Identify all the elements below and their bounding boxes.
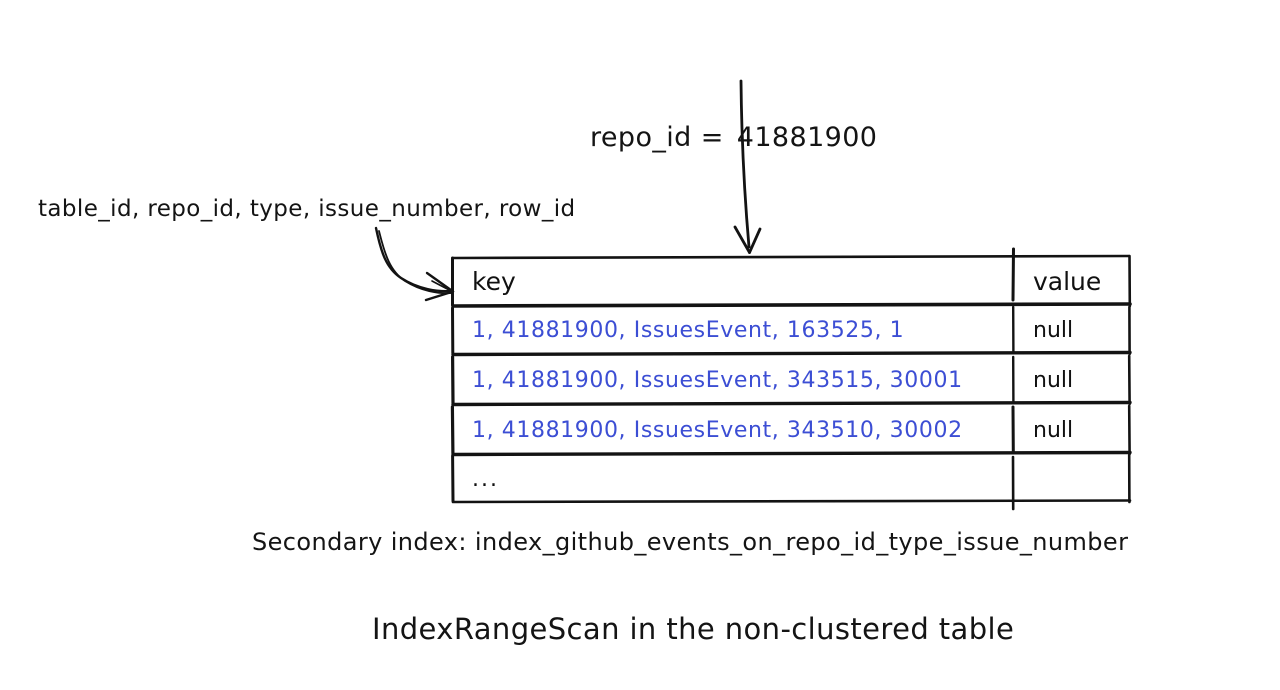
columns-arrow-shaft-inner [378, 230, 453, 295]
table-cell-key: 1, 41881900, IssuesEvent, 343515, 30001 [452, 356, 1013, 404]
table-cell-value: null [1013, 356, 1130, 404]
table-cell-key: ... [452, 456, 1013, 502]
table-cell-key: 1, 41881900, IssuesEvent, 343510, 30002 [452, 406, 1013, 454]
diagram-title: IndexRangeScan in the non-clustered tabl… [372, 612, 1015, 646]
predicate-arrow-head-right [748, 227, 762, 254]
predicate-arrow-head-left [733, 225, 751, 254]
table-cell-key-text: 1, 41881900, IssuesEvent, 343510, 30002 [472, 417, 963, 443]
table-header-cell-value: value [1013, 257, 1130, 305]
columns-arrow-head-mid [431, 280, 454, 293]
index-columns-label: table_id, repo_id, type, issue_number, r… [38, 196, 576, 222]
table-header-cell-key: key [452, 257, 1013, 305]
table-cell-value-text: null [1033, 417, 1074, 443]
table-cell-value-text: null [1033, 317, 1074, 343]
table-row-ellipsis: ... [452, 456, 1130, 502]
predicate-value: 41881900 [736, 122, 878, 153]
table-cell-key: 1, 41881900, IssuesEvent, 163525, 1 [452, 306, 1013, 354]
table-row: 1, 41881900, IssuesEvent, 163525, 1 null [452, 306, 1130, 354]
columns-arrow-head-upper [425, 271, 455, 293]
predicate-column: repo_id [590, 122, 692, 153]
table-header-row: key value [452, 257, 1130, 305]
predicate-operator: = [700, 122, 724, 153]
table-cell-value: null [1013, 306, 1130, 354]
table-cell-ellipsis-text: ... [472, 466, 499, 492]
predicate-label: repo_id = 41881900 [590, 122, 877, 153]
index-name-caption: Secondary index: index_github_events_on_… [252, 528, 1129, 556]
predicate-arrow-shaft [739, 79, 751, 249]
columns-arrow-shaft-outer [374, 226, 454, 293]
table-cell-value: null [1013, 406, 1130, 454]
table-cell-value-text: null [1033, 367, 1074, 393]
table-cell-key-text: 1, 41881900, IssuesEvent, 163525, 1 [472, 317, 905, 343]
table-row: 1, 41881900, IssuesEvent, 343510, 30002 … [452, 406, 1130, 454]
table-cell-key-text: 1, 41881900, IssuesEvent, 343515, 30001 [472, 367, 963, 393]
table-cell-value [1013, 456, 1130, 502]
table-header-value-label: value [1033, 266, 1102, 296]
table-header-key-label: key [472, 266, 516, 296]
columns-arrow-head-lower [424, 290, 455, 302]
table-row: 1, 41881900, IssuesEvent, 343515, 30001 … [452, 356, 1130, 404]
key-value-table: key value 1, 41881900, IssuesEvent, 1635… [452, 257, 1130, 502]
